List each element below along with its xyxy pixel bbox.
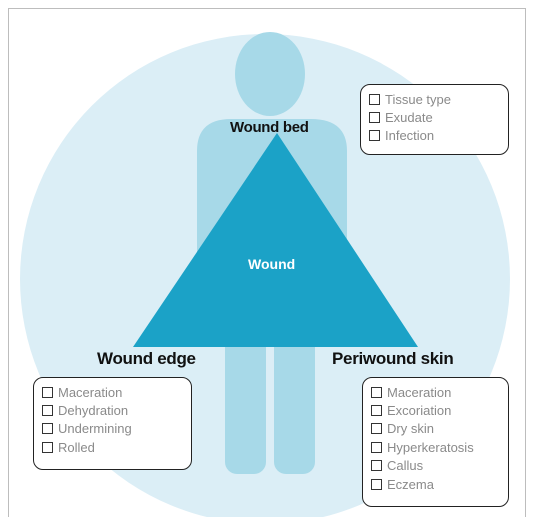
checklist-item-label: Maceration (387, 384, 452, 400)
label-wound: Wound (248, 256, 296, 272)
figure-head (235, 32, 305, 116)
checkbox[interactable] (42, 405, 53, 417)
checklist-item[interactable]: Tissue type (369, 90, 500, 108)
checklist-item[interactable]: Dry skin (371, 420, 500, 438)
checkbox[interactable] (369, 112, 380, 124)
checklist-item-label: Hyperkeratosis (387, 439, 474, 455)
diagram-frame: Wound bed Wound Wound edge Periwound ski… (8, 8, 526, 517)
checklist-item-label: Eczema (387, 476, 434, 492)
checkbox[interactable] (42, 386, 53, 398)
wound-triangle (133, 133, 418, 347)
checklist-item[interactable]: Undermining (42, 420, 183, 438)
checklist-item[interactable]: Callus (371, 457, 500, 475)
checkbox[interactable] (371, 405, 382, 417)
checklist-item[interactable]: Excoriation (371, 401, 500, 419)
checkbox[interactable] (369, 130, 380, 142)
checkbox[interactable] (42, 441, 53, 453)
checklist-item-label: Undermining (58, 421, 132, 437)
label-wound-bed: Wound bed (230, 119, 309, 136)
checklist-item[interactable]: Eczema (371, 475, 500, 493)
checklist-item-label: Callus (387, 458, 424, 474)
checklist-wound-edge: Maceration Dehydration Undermining Rolle… (33, 377, 192, 470)
checkbox[interactable] (371, 423, 382, 435)
checkbox[interactable] (371, 478, 382, 490)
checklist-item-label: Maceration (58, 384, 123, 400)
checkbox[interactable] (42, 423, 53, 435)
checklist-item[interactable]: Maceration (42, 383, 183, 401)
checklist-item[interactable]: Hyperkeratosis (371, 438, 500, 456)
checkbox[interactable] (371, 460, 382, 472)
checklist-item[interactable]: Dehydration (42, 401, 183, 419)
label-periwound-skin: Periwound skin (332, 349, 454, 368)
checklist-item[interactable]: Infection (369, 127, 500, 145)
checkbox[interactable] (369, 93, 380, 105)
checklist-item-label: Tissue type (385, 91, 451, 107)
checklist-item-label: Rolled (58, 439, 95, 455)
checkbox[interactable] (371, 386, 382, 398)
checklist-item-label: Dehydration (58, 403, 129, 419)
checklist-item[interactable]: Exudate (369, 108, 500, 126)
checklist-item-label: Infection (385, 128, 435, 144)
checklist-item-label: Exudate (385, 110, 433, 126)
checklist-item[interactable]: Rolled (42, 438, 183, 456)
checklist-item-label: Dry skin (387, 421, 434, 437)
checkbox[interactable] (371, 441, 382, 453)
checklist-wound-bed: Tissue type Exudate Infection (360, 84, 509, 155)
label-wound-edge: Wound edge (97, 349, 196, 368)
checklist-item[interactable]: Maceration (371, 383, 500, 401)
checklist-item-label: Excoriation (387, 403, 452, 419)
checklist-periwound-skin: Maceration Excoriation Dry skin Hyperker… (362, 377, 509, 507)
